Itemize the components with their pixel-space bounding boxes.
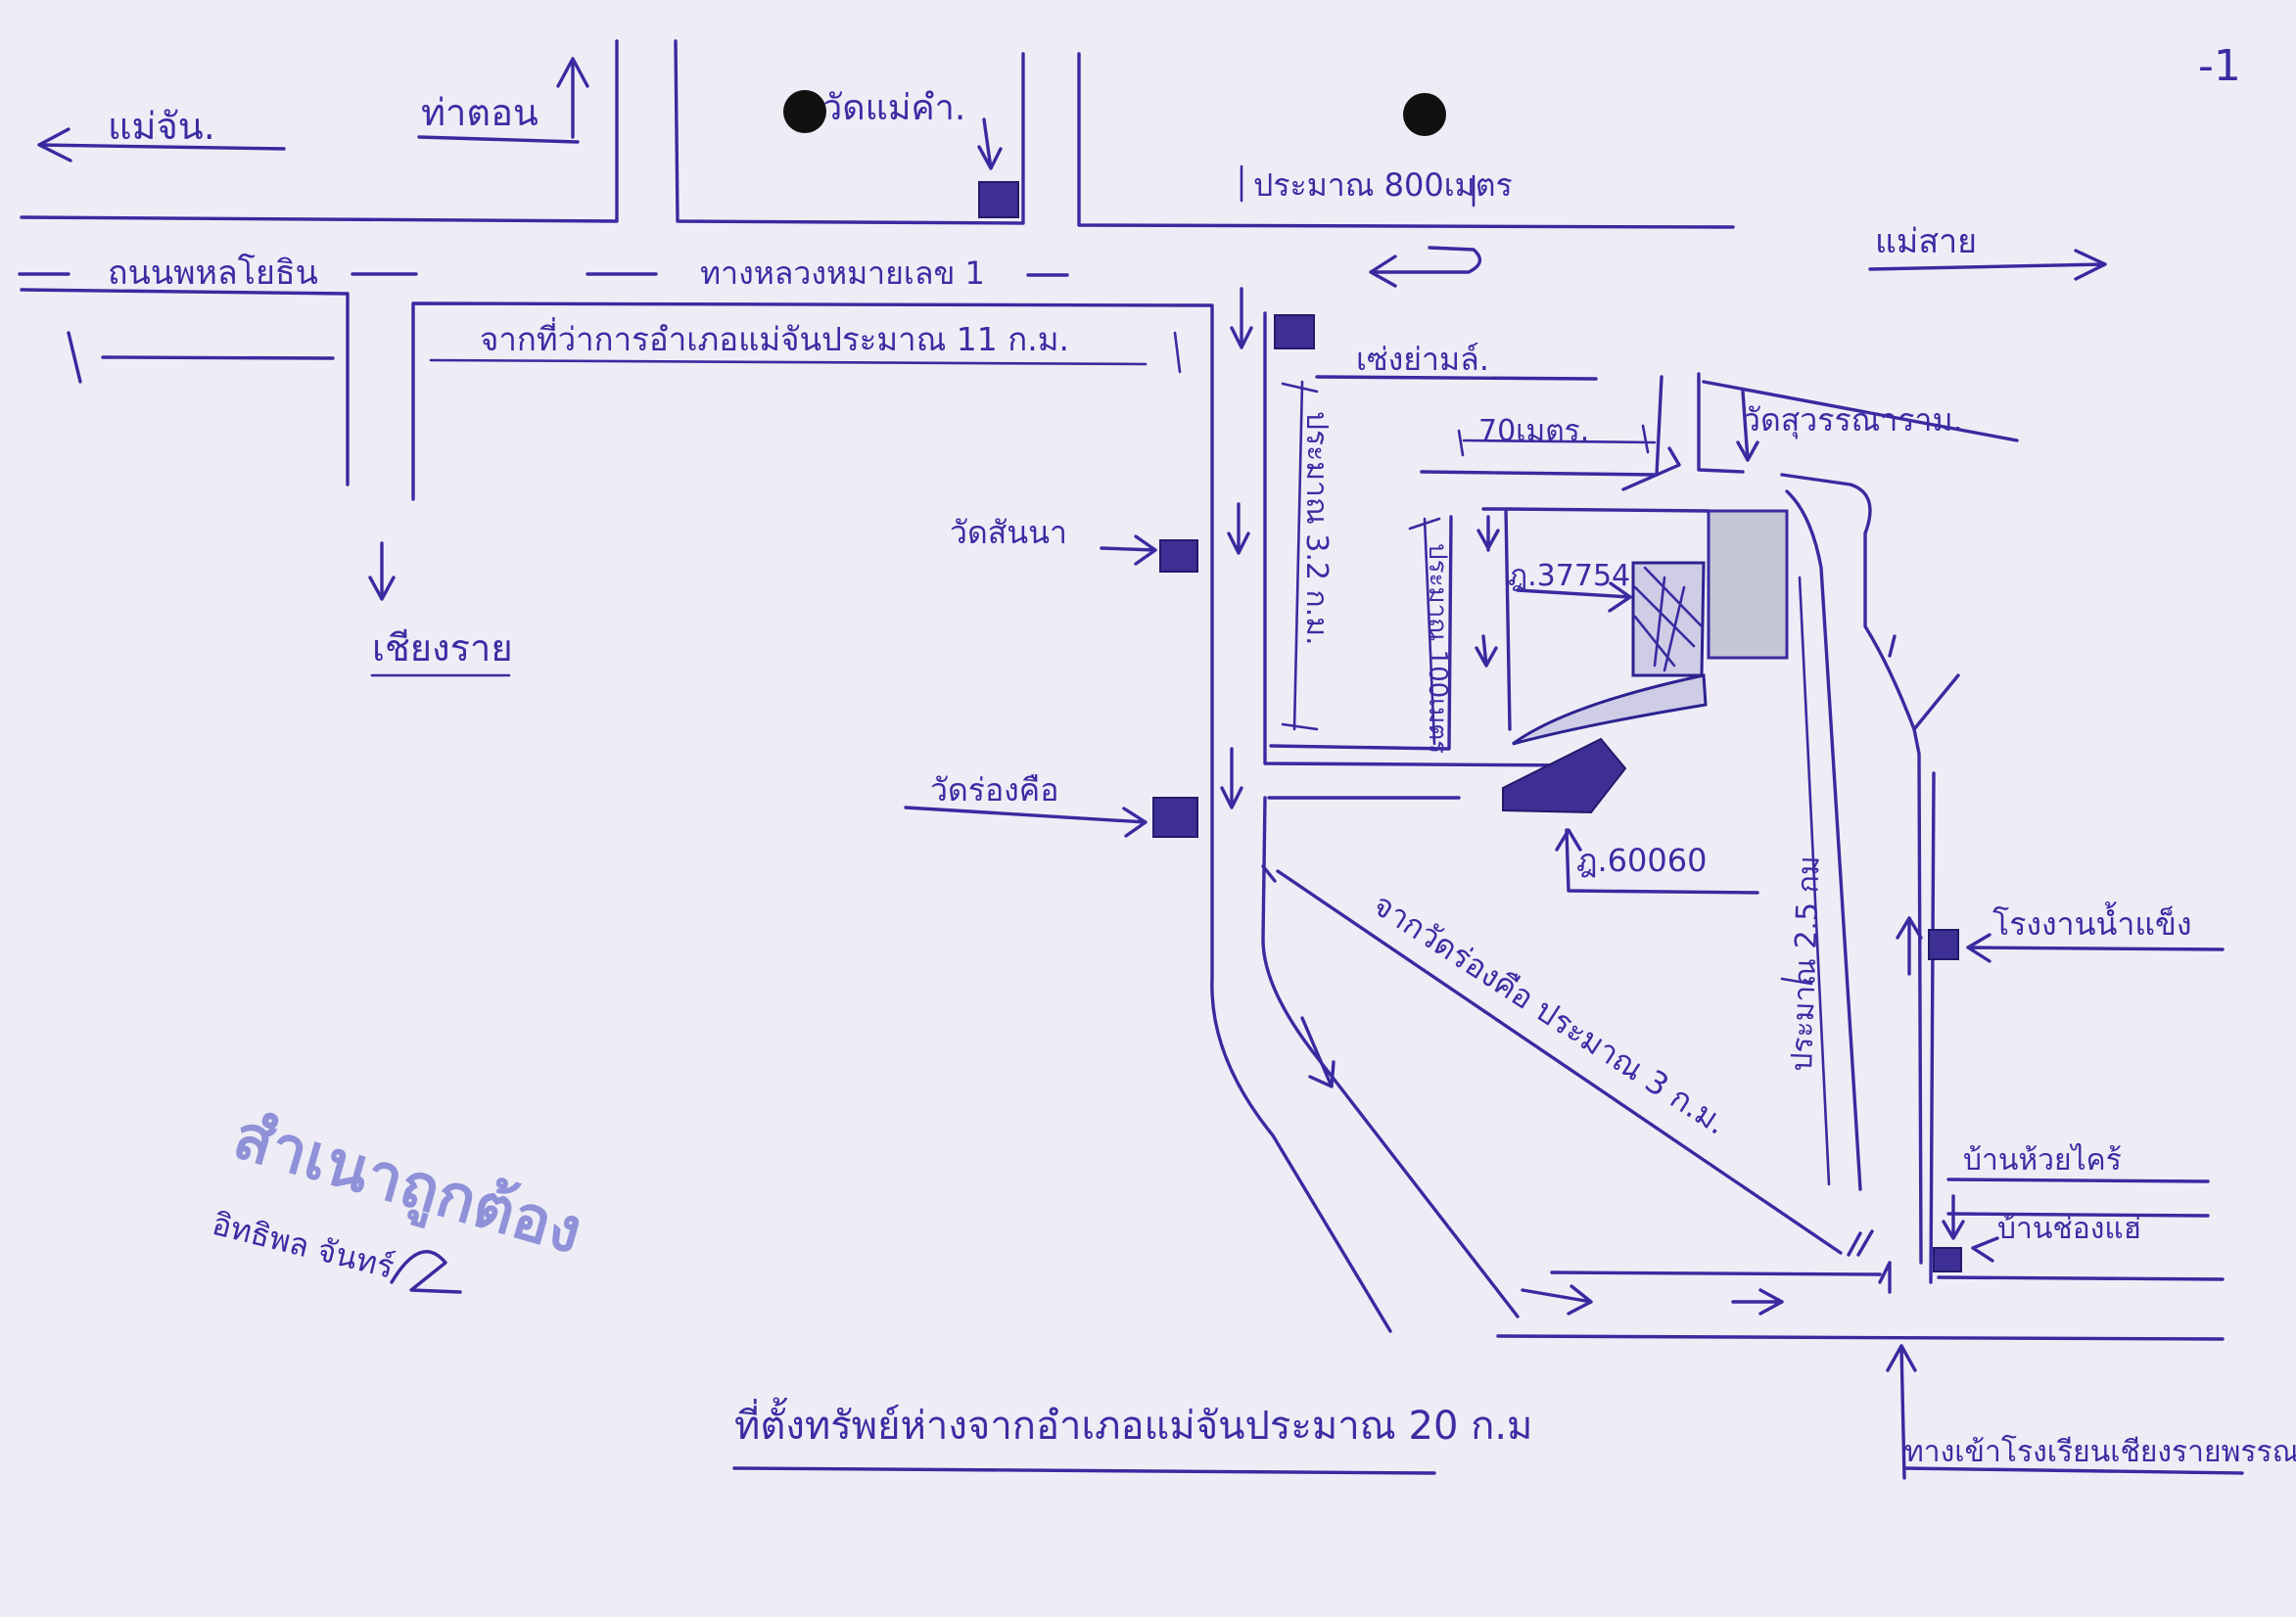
road-lower-left (20, 288, 350, 486)
tick-marks (1261, 864, 1874, 1257)
arrow-mae-sai (1868, 249, 2107, 281)
loop-road-west (1269, 515, 1453, 751)
label-plot-60060: ฎ.60060 (1576, 842, 1707, 879)
arrow-mae-chan (37, 127, 286, 162)
label-mae-sai: แม่สาย (1875, 222, 1977, 261)
wat-mae-kham-marker (978, 181, 1019, 218)
label-approx-800m: ประมาณ 800เมตร (1253, 166, 1513, 204)
arrows-southbound (1220, 287, 1253, 809)
wat-rong-khue-marker (1152, 797, 1198, 838)
road-stub-left (67, 331, 335, 384)
road-bottom (1496, 1334, 2225, 1341)
label-chiang-rai: เชียงราย (372, 626, 513, 670)
property-area (1261, 314, 2244, 1480)
arrow-ice-factory (1966, 933, 2225, 963)
plot-60060-shape (1502, 737, 1627, 814)
label-approx-100m: ประมาณ 100เมตร (1423, 543, 1452, 754)
label-to-school: ทางเข้าโรงเรียนเชียงรายพรรณ (1904, 1434, 2296, 1469)
arrow-to-school (1886, 1344, 1917, 1480)
arrow-diagonal (1300, 1016, 1335, 1088)
arrow-wat-mae-kham (977, 117, 1003, 170)
arrow-tha-ton (417, 57, 589, 144)
underline-to-school (1902, 1466, 2244, 1475)
inner-road-frame (1481, 507, 1710, 731)
measure-70m (1457, 424, 1657, 457)
label-tha-ton: ท่าตอน (421, 91, 539, 134)
wat-suwanaram-underline (1702, 380, 2019, 442)
label-plot-37754: ฎ.37754 (1508, 559, 1630, 593)
label-wat-suwanaram: วัดสุวรรณาราม. (1743, 401, 1963, 439)
arrow-plot-60060 (1555, 828, 1759, 895)
loop-road-east-outer (1780, 473, 1960, 731)
road-south-edge (1261, 796, 1520, 1318)
arrow-left-top (1621, 446, 1681, 491)
label-ice-factory: โรงงานน้ำแข็ง (1992, 901, 2191, 943)
diagonal-road (1276, 869, 1843, 1255)
labels: แม่จัน. ท่าตอน วัดแม่คำ. ประมาณ 800เมตร … (108, 88, 2296, 1475)
arrow-north-east (1896, 916, 1923, 976)
label-wat-mae-kham: วัดแม่คำ. (822, 88, 965, 128)
label-highway-1: ทางหลวงหมายเลข 1 (700, 254, 985, 292)
label-from-wat-3km: จากวัดร่องคือ ประมาณ 3 ก.ม. (1367, 886, 1734, 1142)
punch-hole-left (783, 90, 826, 133)
measure-ticks-800m (1240, 164, 1476, 208)
label-phahonyothin-road: ถนนพหลโยธิน (108, 254, 318, 293)
arrow-ban-huai-khrai (1942, 1194, 1965, 1240)
arrow-wat-rong-khue (904, 806, 1148, 838)
arrow-down-left (368, 541, 396, 601)
label-school: เซ่งย่ามล์. (1356, 341, 1489, 378)
inner-arrows (1475, 515, 1500, 668)
measure-line-11km (429, 331, 1182, 374)
label-wat-san-na: วัดสันนา (950, 514, 1067, 551)
measure-3-2km (1281, 380, 1319, 731)
road-east-verticals (1912, 727, 1936, 1284)
label-70m: 70เมตร. (1478, 414, 1589, 448)
label-ban-huai-khrai: บ้านห้วยไคร้ (1963, 1142, 2122, 1178)
label-wat-rong-khue: วัดร่องคือ (930, 771, 1058, 808)
plot-37754-hatching (1633, 566, 1704, 672)
road-wat-mae-kham (674, 39, 1025, 225)
punch-hole-right (1403, 93, 1446, 136)
arrow-u-turn (1369, 246, 1482, 288)
top-road-network (18, 39, 2107, 1333)
label-approx-2-5km: ประมาณ 2.5 กม (1785, 855, 1827, 1073)
label-approx-3-2km: ประมาณ 3.2 ก.ม. (1299, 411, 1334, 646)
label-from-district-11km: จากที่ว่าการอำเภอแม่จันประมาณ 11 ก.ม. (480, 317, 1069, 358)
ban-chong-sae-marker (1933, 1247, 1962, 1272)
wat-suwanaram-grounds (1707, 509, 1789, 660)
arrow-plot-37754 (1516, 581, 1632, 613)
measure-100m (1408, 517, 1441, 746)
access-road (1512, 673, 1708, 746)
label-mae-chan: แม่จัน. (108, 105, 215, 148)
arrow-ban-chong-sae (1971, 1236, 1999, 1263)
main-road (904, 117, 2225, 1341)
footer-distance: ที่ตั้งทรัพย์ห่างจากอำเภอแม่จันประมาณ 20… (734, 1397, 1532, 1449)
road-school (1315, 375, 1598, 381)
measure-2-5km (1780, 576, 1831, 1186)
road-upper-right (1077, 52, 1735, 229)
south-road-arrows (1521, 1270, 1882, 1316)
village-road-lines (1946, 1178, 2210, 1218)
arrow-wat-suwanaram (1736, 390, 1759, 462)
loop-road-east-inner (1785, 489, 1862, 1191)
road-main-east-edge (1263, 311, 1593, 767)
signature-line: อิทธิพล จันทร์ (209, 1205, 398, 1286)
ice-factory-marker (1928, 929, 1959, 960)
footer-underline (732, 1466, 1436, 1475)
highway-dashes (18, 272, 1069, 277)
small-arrows-east (1878, 634, 1897, 1294)
signature-mark (390, 1250, 462, 1294)
arrow-wat-san-na (1100, 534, 1157, 566)
road-chong-sae (1937, 1275, 2225, 1281)
wat-san-na-marker (1159, 539, 1198, 573)
page-number: -1 (2198, 41, 2241, 91)
school-marker (1274, 314, 1315, 349)
road-main-west-edge (411, 301, 1392, 1333)
label-ban-chong-sae: บ้านช่องแฮ่ (1997, 1212, 2141, 1246)
road-upper-left (20, 39, 619, 223)
